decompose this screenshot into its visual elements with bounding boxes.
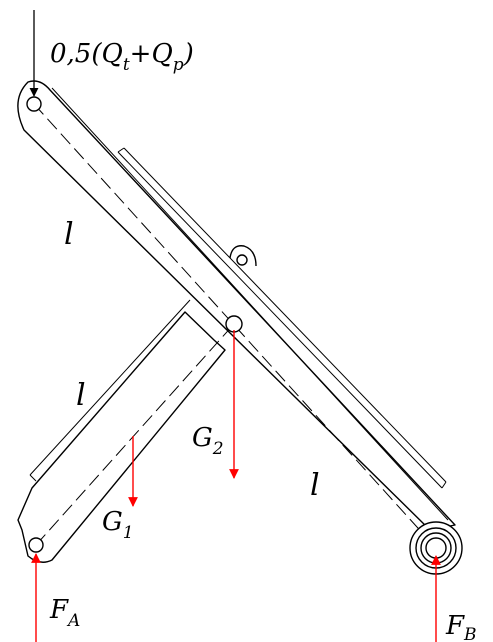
upper-arm-outline bbox=[17, 80, 456, 531]
length-label-upper: l bbox=[64, 217, 74, 252]
lower-arm-outline bbox=[17, 311, 226, 563]
g1-label: G1 bbox=[102, 507, 134, 543]
upper-arm-rail-cap-start bbox=[117, 147, 125, 153]
length-label-lower: l bbox=[310, 468, 320, 503]
top-left-pin bbox=[26, 96, 42, 112]
length-label-middle: l bbox=[76, 378, 86, 413]
upper-arm-upper-edge bbox=[51, 87, 449, 521]
g2-label: G2 bbox=[192, 423, 224, 459]
upper-arm-top-rail-2 bbox=[123, 147, 447, 483]
fb-label: FB bbox=[445, 611, 477, 642]
lower-arm bbox=[17, 299, 235, 563]
lower-left-pin bbox=[28, 537, 44, 553]
upper-arm bbox=[17, 80, 456, 549]
lower-arm-top-rail bbox=[29, 299, 191, 476]
fa-label: FA bbox=[49, 595, 80, 631]
lower-arm-centerline bbox=[35, 323, 235, 546]
upper-arm-top-rail bbox=[117, 151, 443, 489]
bracket-lug bbox=[229, 245, 257, 267]
upper-arm-rail-cap-end bbox=[441, 481, 447, 489]
load-label: 0,5(Qt+Qp) bbox=[50, 39, 194, 75]
center-pivot-pin bbox=[225, 315, 243, 333]
bracket-pin bbox=[236, 254, 248, 266]
lower-arm-rail-cap bbox=[29, 474, 37, 482]
